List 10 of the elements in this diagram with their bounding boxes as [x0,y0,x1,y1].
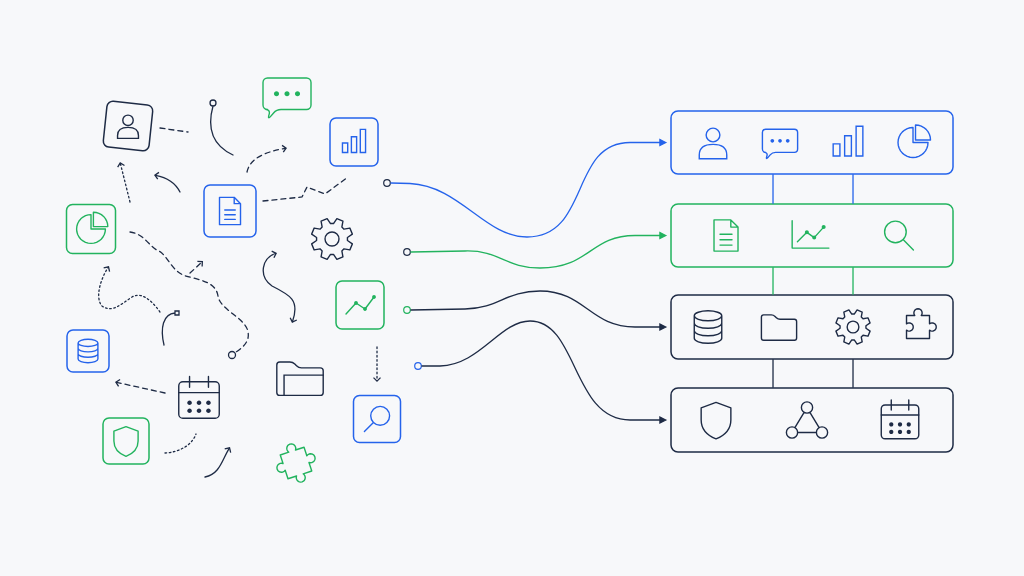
panel-box [670,387,954,453]
connector [852,267,854,295]
connector [772,174,774,204]
panel-box [670,110,954,175]
panel-box [670,294,954,360]
connector [852,174,854,204]
connector [852,359,854,388]
connector [772,267,774,295]
panel-box [670,203,954,268]
connector [772,359,774,388]
